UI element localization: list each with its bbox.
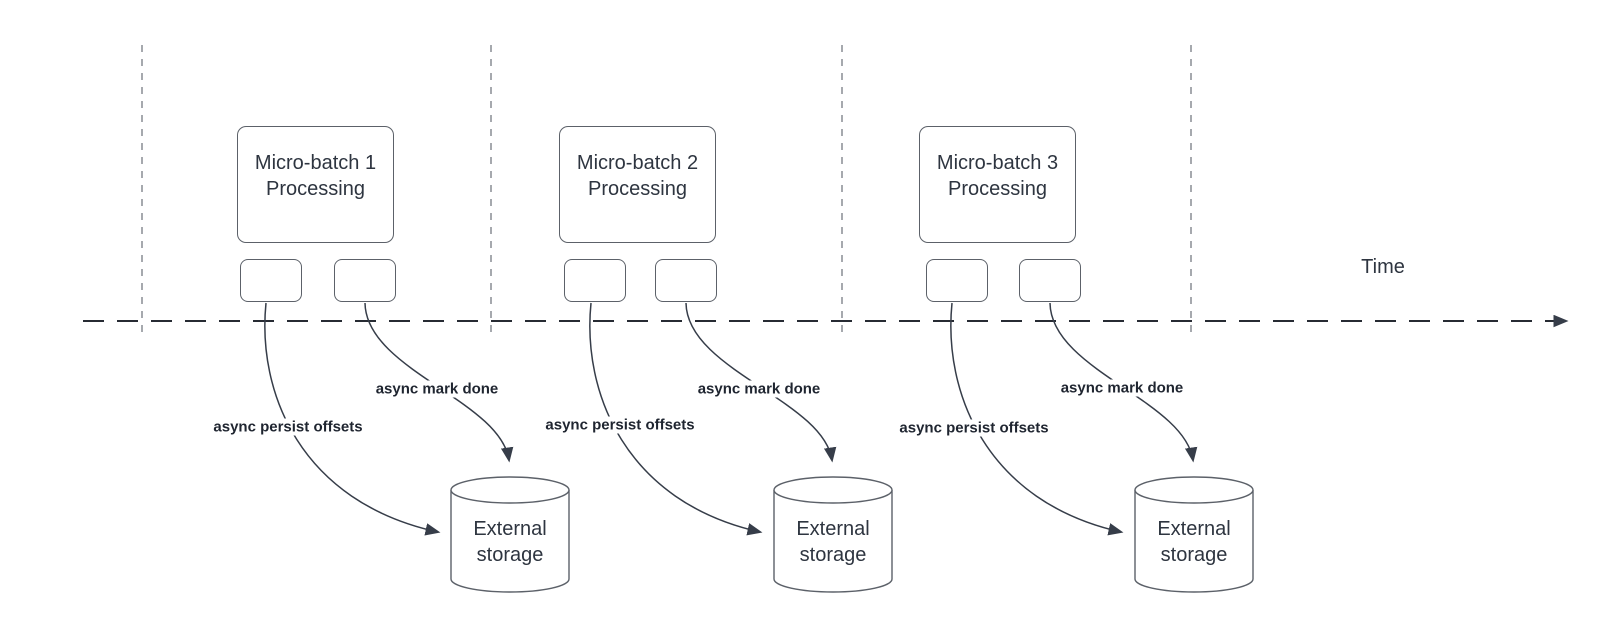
storage-cylinders bbox=[450, 476, 1254, 593]
cylinder-top bbox=[1134, 476, 1254, 504]
storage-label-line2: storage bbox=[476, 544, 544, 566]
storage-cylinder-1 bbox=[450, 476, 570, 593]
batch-subtitle: Processing bbox=[266, 177, 365, 200]
vertical-guide-lines bbox=[141, 45, 1192, 338]
time-axis-label: Time bbox=[1361, 256, 1405, 278]
batch-subtitle: Processing bbox=[948, 177, 1047, 200]
storage-label-line2: storage bbox=[799, 544, 867, 566]
batch-title: Micro-batch 1 bbox=[254, 151, 377, 174]
storage-label-line1: External bbox=[473, 518, 547, 540]
micro-batch-2-processing-box: Micro-batch 2 Processing bbox=[559, 126, 716, 243]
batch-title: Micro-batch 3 bbox=[936, 151, 1059, 174]
persist-offsets-arrow-label-2: async persist offsets bbox=[542, 416, 698, 434]
storage-label-line1: External bbox=[796, 518, 870, 540]
mark-done-task-box-1 bbox=[334, 259, 396, 302]
persist-offsets-arrow-3 bbox=[950, 302, 1124, 536]
mark-done-arrow-label-1: async mark done bbox=[372, 380, 502, 398]
persist-offsets-task-box-3 bbox=[926, 259, 988, 302]
micro-batch-1-processing-box: Micro-batch 1 Processing bbox=[237, 126, 394, 243]
external-storage-label-2: External storage bbox=[796, 516, 869, 568]
storage-label-line2: storage bbox=[1160, 544, 1228, 566]
cylinder-body bbox=[450, 490, 570, 593]
external-storage-label-3: External storage bbox=[1157, 516, 1230, 568]
persist-offsets-task-box-2 bbox=[564, 259, 626, 302]
mark-done-task-box-3 bbox=[1019, 259, 1081, 302]
storage-cylinder-2 bbox=[773, 476, 893, 593]
async-arrows bbox=[264, 302, 1198, 536]
storage-label-line1: External bbox=[1157, 518, 1231, 540]
batch-subtitle: Processing bbox=[588, 177, 687, 200]
persist-offsets-task-box-1 bbox=[240, 259, 302, 302]
persist-offsets-arrow-label-3: async persist offsets bbox=[896, 419, 1052, 437]
persist-offsets-arrow-1 bbox=[264, 302, 441, 536]
storage-cylinder-3 bbox=[1134, 476, 1254, 593]
mark-done-arrow-label-2: async mark done bbox=[694, 380, 824, 398]
external-storage-label-1: External storage bbox=[473, 516, 546, 568]
cylinder-body bbox=[773, 490, 893, 593]
batch-title: Micro-batch 2 bbox=[576, 151, 699, 174]
cylinder-body bbox=[1134, 490, 1254, 593]
cylinder-top bbox=[773, 476, 893, 504]
micro-batch-3-processing-box: Micro-batch 3 Processing bbox=[919, 126, 1076, 243]
persist-offsets-arrow-2 bbox=[589, 302, 763, 536]
mark-done-arrow-label-3: async mark done bbox=[1057, 379, 1187, 397]
mark-done-task-box-2 bbox=[655, 259, 717, 302]
persist-offsets-arrow-label-1: async persist offsets bbox=[210, 418, 366, 436]
cylinder-top bbox=[450, 476, 570, 504]
